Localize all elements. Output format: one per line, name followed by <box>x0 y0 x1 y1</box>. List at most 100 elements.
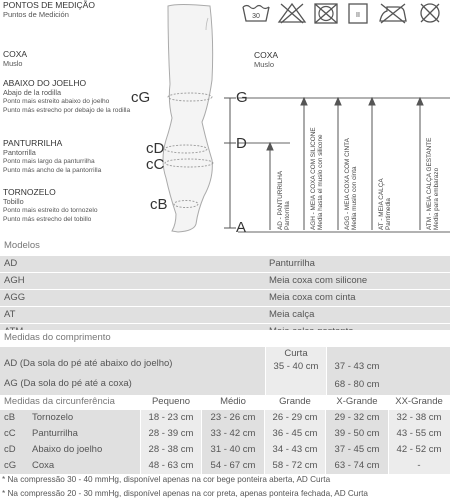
letter-cg: cG <box>131 89 151 106</box>
point-panturrilha: PANTURRILHA Pantorrilla Ponto mais largo… <box>3 139 101 175</box>
circumference-table: Medidas da circunferência Pequeno Médio … <box>0 394 450 474</box>
points-subtitle: Puntos de Medición <box>3 10 69 19</box>
wash-30-icon: 30 <box>242 4 270 22</box>
circ-row-code: cC <box>4 428 16 439</box>
circ-cell: 37 - 45 cm <box>334 444 380 455</box>
no-tumble-dry-icon <box>314 3 338 24</box>
right-coxa-subtitle: Muslo <box>254 60 275 69</box>
circ-row-name: Tornozelo <box>32 412 74 423</box>
note-2: * Na compressão 20 - 30 mmHg, disponível… <box>2 489 368 498</box>
point-tornozelo-desc2: Punto más estrecho del tobillo <box>3 216 92 223</box>
circ-cell: 58 - 72 cm <box>272 460 318 471</box>
point-panturrilha-title: PANTURRILHA <box>3 138 63 148</box>
length-row2-label: AG (Da sola do pé até a coxa) <box>4 378 132 389</box>
circ-cell: 26 - 29 cm <box>272 412 318 423</box>
letter-cc: cC <box>146 156 165 173</box>
circ-cell: 33 - 42 cm <box>210 428 256 439</box>
point-tornozelo-desc1: Ponto mais estreito do tornozelo <box>3 207 98 214</box>
circ-col-bg <box>326 410 388 474</box>
point-tornozelo-title: TORNOZELO <box>3 187 56 197</box>
length-label-bg <box>0 347 265 395</box>
circ-col-bg <box>141 410 201 474</box>
letter-d: D <box>236 135 247 152</box>
leg-diagram <box>162 4 450 233</box>
circ-row-name: Coxa <box>32 460 55 471</box>
circ-cell: 28 - 38 cm <box>148 444 194 455</box>
point-panturrilha-desc1: Ponto mais largo da panturrilha <box>3 158 95 165</box>
circ-cell: 23 - 26 cm <box>210 412 256 423</box>
letter-g: G <box>236 89 248 106</box>
length-col-curta: Curta <box>284 348 308 359</box>
circ-row-name: Abaixo do joelho <box>32 444 103 455</box>
circ-size-xgrande: X-Grande <box>336 396 378 407</box>
length-row1-label: AD (Da sola do pé até abaixo do joelho) <box>4 358 173 369</box>
circ-cell: 63 - 74 cm <box>334 460 380 471</box>
circ-size-xxgrande: XX-Grande <box>395 396 443 407</box>
circ-size-medio: Médio <box>220 396 246 407</box>
point-coxa-subtitle: Muslo <box>3 59 23 68</box>
circ-cell: 48 - 63 cm <box>148 460 194 471</box>
circ-col-bg <box>389 410 450 474</box>
point-joelho-desc1: Ponto mais estreito abaixo do joelho <box>3 98 110 105</box>
letter-cd: cD <box>146 140 165 157</box>
no-dry-clean-icon <box>420 3 440 23</box>
circ-heading: Medidas da circunferência <box>4 396 115 407</box>
point-coxa-title: COXA <box>3 49 28 59</box>
length-row1-v2: 37 - 43 cm <box>334 361 380 372</box>
circ-cell: 54 - 67 cm <box>210 460 256 471</box>
note-1: * Na compressão 30 - 40 mmHg, disponível… <box>2 475 331 484</box>
circ-size-grande: Grande <box>279 396 311 407</box>
length-row1-v1: 35 - 40 cm <box>273 361 319 372</box>
line-dry-label: II <box>356 12 360 19</box>
models-heading: Modelos <box>0 238 450 254</box>
point-joelho-title: ABAIXO DO JOELHO <box>3 78 87 88</box>
point-tornozelo-subtitle: Tobillo <box>3 197 24 206</box>
circ-cell: 43 - 55 cm <box>396 428 442 439</box>
point-coxa: COXA Muslo <box>3 49 28 69</box>
right-coxa-title: COXA <box>254 50 279 60</box>
right-coxa-label: COXA Muslo <box>254 50 278 70</box>
length-heading: Medidas do comprimento <box>0 330 450 346</box>
circ-col-bg <box>265 410 325 474</box>
point-joelho-desc2: Punto más estrecho por debajo de la rodi… <box>3 107 131 114</box>
circ-cell: 29 - 32 cm <box>334 412 380 423</box>
points-title: PONTOS DE MEDIÇÃO <box>3 0 95 10</box>
letter-a: A <box>236 219 247 236</box>
circ-cell: 34 - 43 cm <box>272 444 318 455</box>
care-icons: 30 II <box>237 0 450 26</box>
circ-cell: 36 - 45 cm <box>272 428 318 439</box>
point-tornozelo: TORNOZELO Tobillo Ponto mais estreito do… <box>3 188 98 224</box>
circ-row-code: cG <box>4 460 17 471</box>
length-col1-bg <box>266 347 326 395</box>
length-table: Medidas do comprimento Curta AD (Da sola… <box>0 330 450 396</box>
circ-row-code: cB <box>4 412 16 423</box>
circ-cell: 28 - 39 cm <box>148 428 194 439</box>
circ-row-name: Panturrilha <box>32 428 78 439</box>
wash-temp-label: 30 <box>252 13 260 20</box>
circ-label-bg <box>0 410 140 474</box>
points-header: PONTOS DE MEDIÇÃO Puntos de Medición <box>3 0 95 20</box>
circ-cell: 18 - 23 cm <box>148 412 194 423</box>
letter-cb: cB <box>150 196 168 213</box>
length-col2-bg <box>327 347 450 395</box>
measurement-diagram-section: PONTOS DE MEDIÇÃO Puntos de Medición 30 … <box>0 0 450 236</box>
length-row2-v2: 68 - 80 cm <box>334 379 380 390</box>
point-panturrilha-desc2: Punto más ancho de la pantorrilla <box>3 167 102 174</box>
line-dry-icon: II <box>348 3 368 24</box>
circ-col-bg <box>202 410 264 474</box>
point-joelho: ABAIXO DO JOELHO Abajo de la rodilla Pon… <box>3 79 130 115</box>
circ-cell: 39 - 50 cm <box>334 428 380 439</box>
circ-cell: 32 - 38 cm <box>396 412 442 423</box>
circ-cell: 42 - 52 cm <box>396 444 442 455</box>
point-panturrilha-subtitle: Pantorrilla <box>3 148 36 157</box>
no-iron-icon <box>379 3 407 24</box>
circ-cell: 31 - 40 cm <box>210 444 256 455</box>
circ-size-pequeno: Pequeno <box>151 396 191 407</box>
